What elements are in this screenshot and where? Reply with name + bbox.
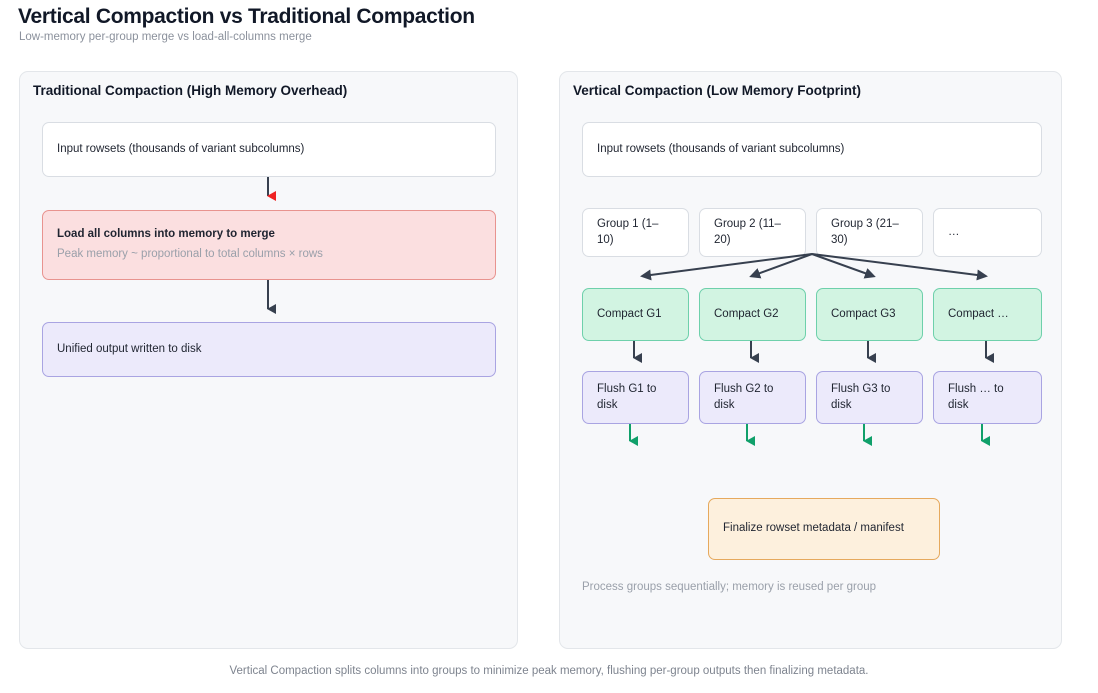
node-flush-g1-label: Flush G1 to disk — [597, 382, 657, 411]
node-group-2-label: Group 2 (11–20) — [714, 217, 781, 246]
figure-caption: Vertical Compaction splits columns into … — [229, 665, 869, 677]
node-left-load-label: Load all columns into memory to merge — [57, 228, 275, 241]
node-flush-g3-label: Flush G3 to disk — [831, 382, 891, 411]
node-left-load-all-columns[interactable]: Load all columns into memory to merge Pe… — [42, 210, 496, 280]
node-left-output-label: Unified output written to disk — [57, 342, 202, 355]
panel-traditional-compaction: Traditional Compaction (High Memory Over… — [19, 71, 518, 649]
node-flush-more[interactable]: Flush … to disk — [933, 371, 1042, 424]
node-left-input-label: Input rowsets (thousands of variant subc… — [57, 142, 305, 155]
node-group-2[interactable]: Group 2 (11–20) — [699, 208, 806, 257]
node-group-more[interactable]: … — [933, 208, 1042, 257]
right-panel-note: Process groups sequentially; memory is r… — [582, 581, 877, 593]
node-flush-g2-label: Flush G2 to disk — [714, 382, 774, 411]
panel-left-title: Traditional Compaction (High Memory Over… — [33, 83, 348, 98]
node-compact-g2[interactable]: Compact G2 — [699, 288, 806, 341]
node-flush-g1[interactable]: Flush G1 to disk — [582, 371, 689, 424]
node-finalize-metadata[interactable]: Finalize rowset metadata / manifest — [708, 498, 940, 560]
node-compact-g3-label: Compact G3 — [831, 307, 896, 320]
node-flush-g3[interactable]: Flush G3 to disk — [816, 371, 923, 424]
node-flush-g2[interactable]: Flush G2 to disk — [699, 371, 806, 424]
node-compact-g1-label: Compact G1 — [597, 307, 662, 320]
page-subtitle: Low-memory per-group merge vs load-all-c… — [19, 31, 312, 43]
node-left-load-sublabel: Peak memory ~ proportional to total colu… — [57, 247, 323, 260]
node-group-1[interactable]: Group 1 (1–10) — [582, 208, 689, 257]
node-compact-g2-label: Compact G2 — [714, 307, 779, 320]
node-group-3[interactable]: Group 3 (21–30) — [816, 208, 923, 257]
node-left-unified-output[interactable]: Unified output written to disk — [42, 322, 496, 377]
node-compact-g3[interactable]: Compact G3 — [816, 288, 923, 341]
node-compact-more[interactable]: Compact … — [933, 288, 1042, 341]
node-right-input-label: Input rowsets (thousands of variant subc… — [597, 142, 845, 155]
node-compact-more-label: Compact … — [948, 307, 1009, 320]
node-group-3-label: Group 3 (21–30) — [831, 217, 899, 246]
node-left-input[interactable]: Input rowsets (thousands of variant subc… — [42, 122, 496, 177]
panel-right-title: Vertical Compaction (Low Memory Footprin… — [573, 83, 862, 98]
node-right-input[interactable]: Input rowsets (thousands of variant subc… — [582, 122, 1042, 177]
page-title: Vertical Compaction vs Traditional Compa… — [18, 5, 475, 28]
node-flush-more-label: Flush … to disk — [948, 382, 1004, 411]
panel-vertical-compaction: Vertical Compaction (Low Memory Footprin… — [559, 71, 1062, 649]
node-group-more-label: … — [948, 225, 960, 238]
node-compact-g1[interactable]: Compact G1 — [582, 288, 689, 341]
node-group-1-label: Group 1 (1–10) — [597, 217, 659, 246]
node-finalize-label: Finalize rowset metadata / manifest — [723, 522, 904, 535]
